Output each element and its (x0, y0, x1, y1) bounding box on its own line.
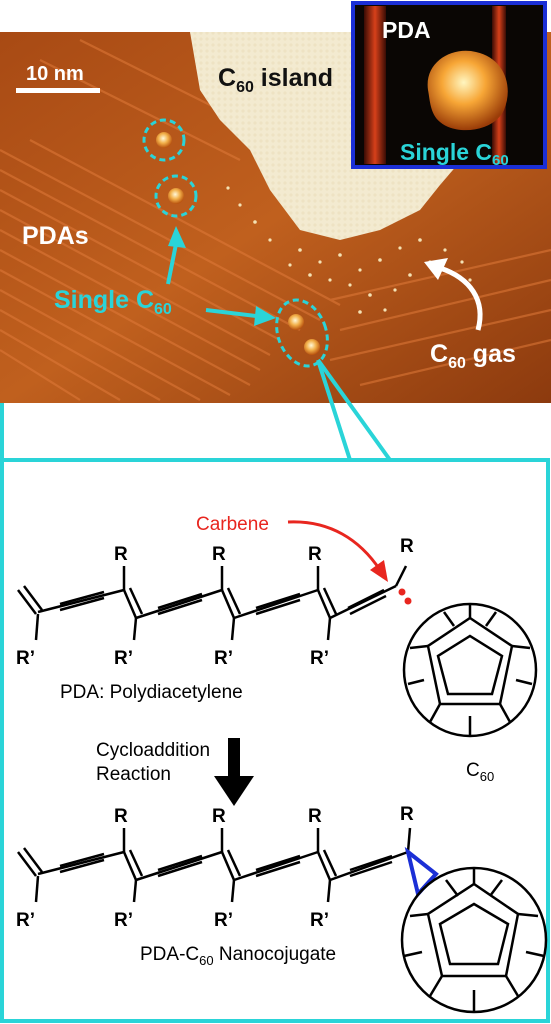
single-c60-molecule (156, 132, 172, 148)
highlight-circles (142, 118, 329, 368)
carbene-arrow (287, 520, 382, 571)
gas-arrow (439, 265, 483, 331)
substituent-r-prime: R’ (16, 910, 35, 931)
reaction-label-line2: Reaction (96, 764, 171, 785)
substituent-r: R (400, 536, 414, 557)
inset-pda-stripe (364, 6, 386, 164)
carbene-electron (398, 588, 406, 596)
scale-bar (16, 88, 100, 93)
single-c60-label: Single C60 (54, 286, 172, 318)
pda-chain-top (17, 565, 408, 641)
c60-structure (402, 602, 538, 738)
c60-gas-dots (226, 186, 472, 314)
substituent-r-prime: R’ (214, 648, 233, 669)
pda-caption: PDA: Polydiacetylene (60, 682, 243, 703)
inset-pda-label: PDA (382, 17, 431, 43)
cyclopropane-ring (404, 846, 439, 899)
pda-stripes (0, 39, 551, 401)
single-c60-molecule (304, 339, 320, 355)
substituent-r: R (212, 544, 226, 565)
substituent-r-prime: R’ (310, 910, 329, 931)
reaction-arrow-shaft (228, 738, 240, 778)
scheme-frame (0, 458, 550, 1023)
single-c60-molecule (288, 314, 304, 330)
substituent-r-prime: R’ (114, 648, 133, 669)
substituent-r: R (308, 544, 322, 565)
reaction-arrow-head (214, 776, 254, 806)
substituent-r: R (308, 806, 322, 827)
substituent-r-prime: R’ (214, 910, 233, 931)
pdas-label: PDAs (22, 222, 89, 250)
cyan-arrows (166, 226, 276, 326)
substituent-r: R (400, 804, 414, 825)
substituent-r: R (114, 806, 128, 827)
c60-structure-attached (400, 866, 548, 1014)
substituent-r-prime: R’ (310, 648, 329, 669)
substituent-r-prime: R’ (114, 910, 133, 931)
carbene-electron (404, 597, 412, 605)
substituent-r: R (114, 544, 128, 565)
inset-c60-molecule (427, 50, 508, 131)
substituent-r-prime: R’ (16, 648, 35, 669)
c60-gas-label: C60 gas (430, 340, 516, 372)
inset-single-c60-label: Single C60 (400, 139, 509, 169)
single-c60-molecule (168, 188, 184, 204)
carbene-arrow-head (370, 560, 388, 582)
carbene-label: Carbene (196, 514, 269, 535)
c60-island-label: C60 island (218, 64, 333, 96)
c60-label: C60 (466, 760, 494, 784)
reaction-label-line1: Cycloaddition (96, 740, 210, 761)
product-caption: PDA-C60 Nanocojugate (140, 944, 336, 968)
reaction-scheme: Carbene (16, 514, 548, 1014)
pda-chain-bottom (17, 827, 412, 903)
inset-image: PDA Single C60 (351, 1, 547, 169)
scale-bar-label: 10 nm (26, 63, 84, 85)
gas-arrow-head (424, 258, 448, 280)
substituent-r: R (212, 806, 226, 827)
